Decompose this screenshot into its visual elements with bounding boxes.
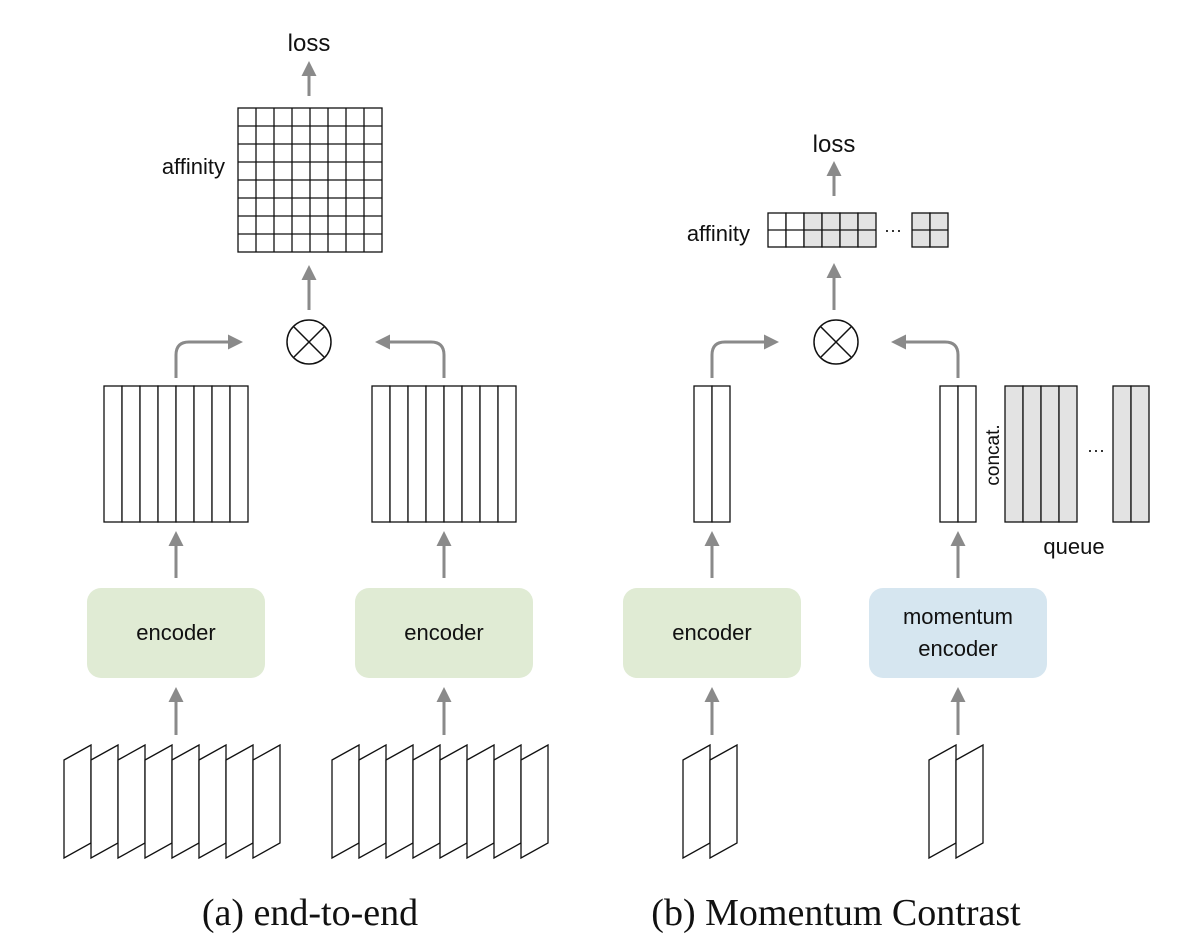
feature-vector [157,385,177,523]
feature-vector [693,385,713,523]
panel-b-momentum-encoder: momentum encoder [869,588,1047,678]
panel-b-caption: (b) Momentum Contrast [651,892,1021,934]
feature-vector [139,385,159,523]
panel-b-concat-label: concat. [983,424,1004,485]
panel-b-key-features [939,385,977,523]
panel-a-affinity-label: affinity [162,154,225,179]
queue-feature-vector [1004,385,1024,523]
feature-vector [229,385,249,523]
panel-b-arrow-query-to-multiply [710,334,779,378]
panel-b-affinity-strip [767,212,949,248]
panel-a-arrow-right-feat-to-multiply [375,334,446,378]
feature-vector [103,385,123,523]
panel-b-arrow-key-to-multiply [891,334,960,378]
queue-feature-vector [1112,385,1132,523]
image-sample [90,743,119,860]
panel-b-momentum-contrast: loss affinity ··· concat. ··· queue enco… [623,131,1150,934]
panel-b-encoder: encoder [623,588,801,678]
panel-a-caption: (a) end-to-end [202,892,418,934]
feature-vector [211,385,231,523]
panel-b-affinity-ellipsis: ··· [884,220,902,240]
image-sample [439,743,468,860]
feature-vector [407,385,427,523]
feature-vector [479,385,499,523]
feature-vector [939,385,959,523]
image-sample [682,743,711,860]
panel-b-queue-ellipsis: ··· [1087,440,1105,460]
image-sample [709,743,738,860]
image-sample [117,743,146,860]
panel-b-encoder-label: encoder [672,620,752,645]
feature-vector [497,385,517,523]
feature-vector [121,385,141,523]
panel-a-features-right [371,385,517,523]
queue-feature-vector [1130,385,1150,523]
feature-vector [425,385,445,523]
circle-times-icon [286,319,332,365]
panel-b-queue-label: queue [1043,534,1104,559]
image-sample [493,743,522,860]
panel-b-loss-label: loss [813,131,856,158]
panel-b-query-features [693,385,731,523]
image-sample [144,743,173,860]
panel-b-momentum-encoder-label-line1: momentum [903,604,1013,629]
panel-a-image-batch-right [331,743,549,860]
queue-feature-vector [1022,385,1042,523]
image-sample [225,743,254,860]
feature-vector [443,385,463,523]
image-sample [412,743,441,860]
panel-a-loss-label: loss [288,30,331,57]
panel-a-affinity-matrix [237,107,383,253]
queue-feature-vector [1040,385,1060,523]
feature-vector [957,385,977,523]
feature-vector [711,385,731,523]
image-sample [928,743,957,860]
feature-vector [371,385,391,523]
panel-a-encoder-left: encoder [87,588,265,678]
image-sample [331,743,360,860]
image-sample [63,743,92,860]
panel-b-momentum-encoder-label-line2: encoder [918,636,998,661]
image-sample [171,743,200,860]
panel-b-image-batch-key [928,743,984,860]
panel-a-arrow-left-feat-to-multiply [174,334,243,378]
panel-b-image-batch-query [682,743,738,860]
panel-b-affinity-label: affinity [687,221,750,246]
feature-vector [461,385,481,523]
image-sample [520,743,549,860]
image-sample [385,743,414,860]
queue-feature-vector [1058,385,1078,523]
feature-vector [389,385,409,523]
panel-a-encoder-right-label: encoder [404,620,484,645]
panel-a-encoder-left-label: encoder [136,620,216,645]
panel-a-encoder-right: encoder [355,588,533,678]
image-sample [252,743,281,860]
image-sample [358,743,387,860]
panel-a-image-batch-left [63,743,281,860]
panel-a-features-left [103,385,249,523]
feature-vector [175,385,195,523]
panel-b-queue [1004,385,1150,523]
image-sample [955,743,984,860]
feature-vector [193,385,213,523]
circle-times-icon [813,319,859,365]
panel-a-end-to-end: loss affinity encoder encoder [63,30,549,934]
image-sample [466,743,495,860]
image-sample [198,743,227,860]
